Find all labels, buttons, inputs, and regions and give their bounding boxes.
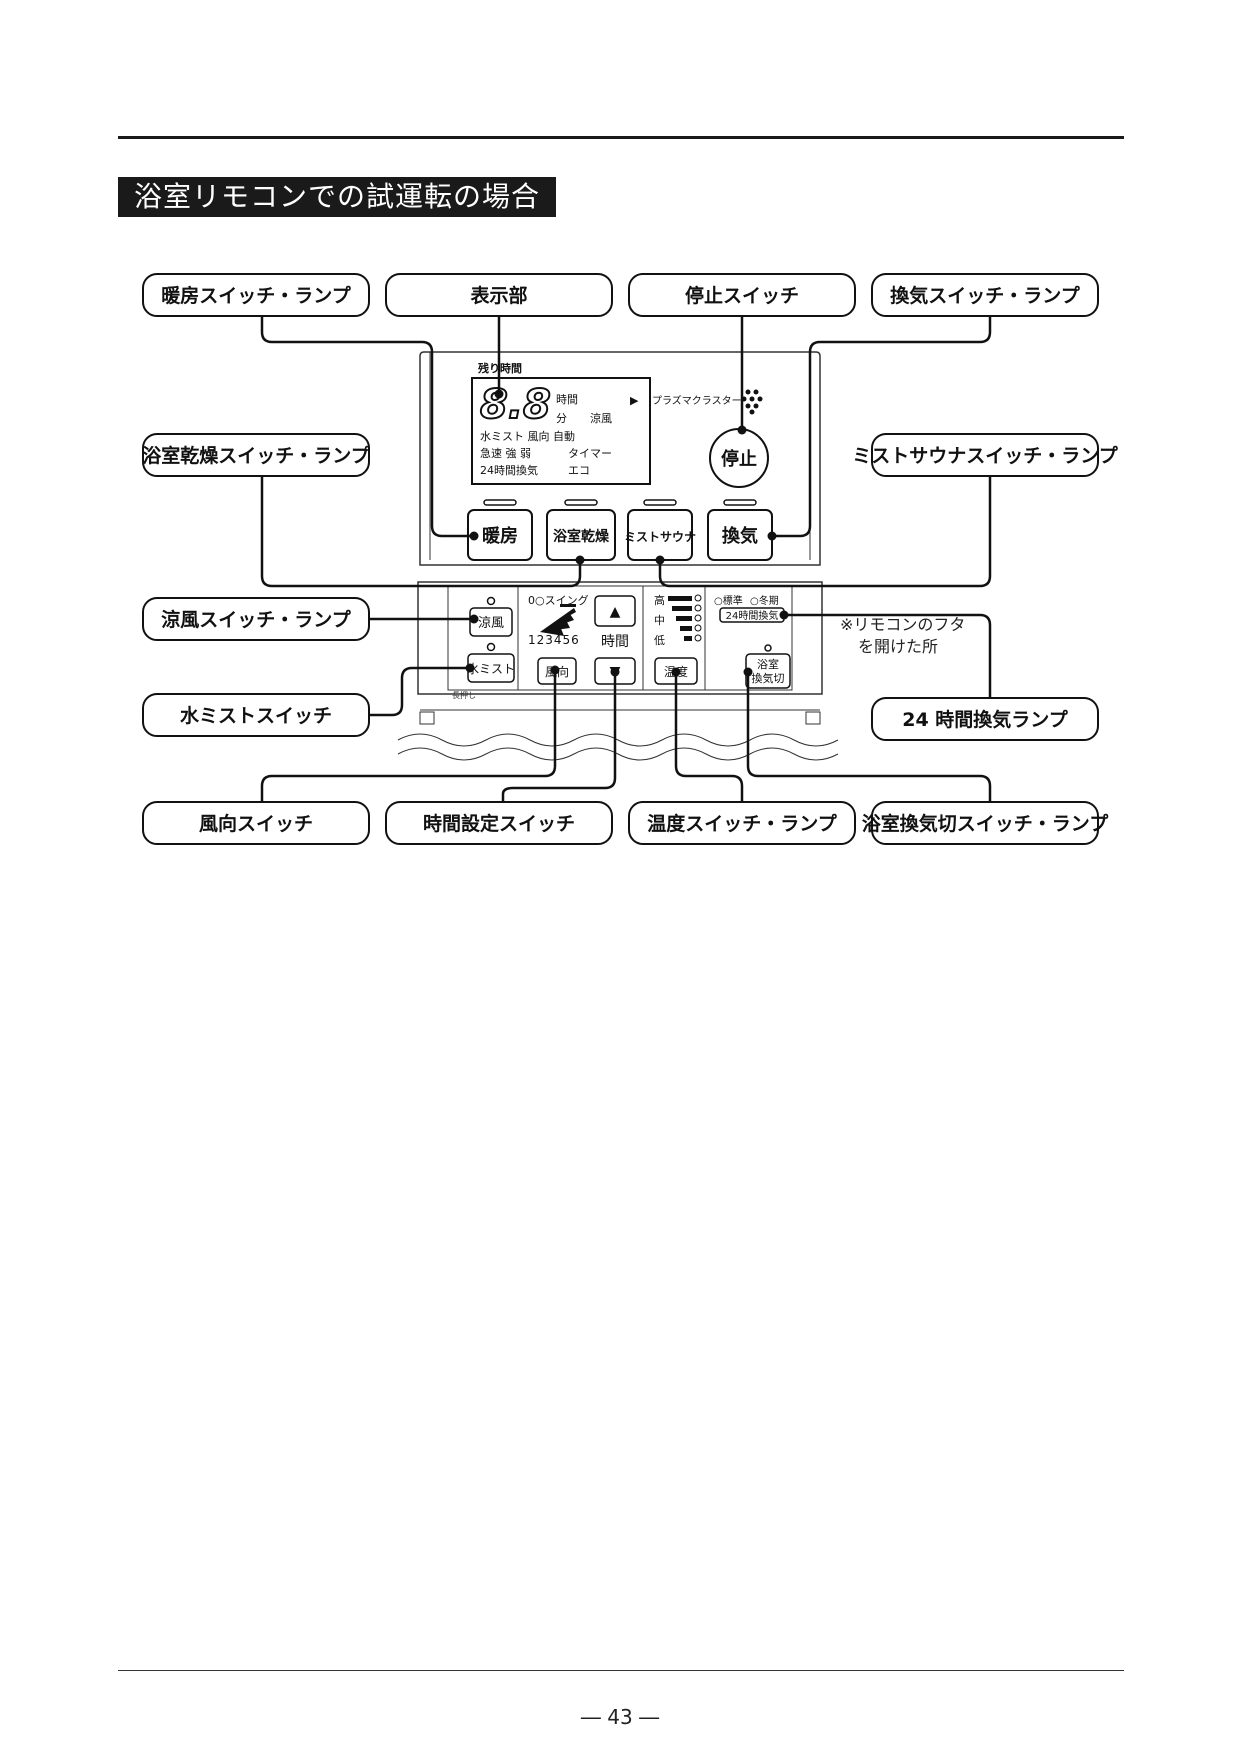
- kanki-kiri-label-1: 浴室: [757, 657, 779, 671]
- lcd-eco: エコ: [568, 464, 590, 477]
- time-label: 時間: [601, 634, 629, 650]
- section-title: 浴室リモコンでの試運転の場合: [118, 177, 557, 217]
- label-box-kanki: [871, 273, 1099, 317]
- label-kanki24: 24 時間換気ランプ: [902, 708, 1068, 731]
- label-mist-sauna: ミストサウナスイッチ・ランプ: [852, 444, 1118, 467]
- lcd-hour: 時間: [556, 393, 578, 406]
- remote-upper-body: [419, 351, 821, 566]
- label-kanki-kiri: 浴室換気切スイッチ・ランプ: [862, 812, 1109, 835]
- lcd-ryofu: 涼風: [590, 411, 612, 425]
- lcd-digits: 8.8: [480, 382, 551, 428]
- lcd-timer: タイマー: [568, 447, 612, 460]
- label-dambo: 暖房スイッチ・ランプ: [161, 284, 351, 307]
- label-jikan: 時間設定スイッチ: [423, 812, 575, 835]
- label-kansou: 浴室乾燥スイッチ・ランプ: [142, 444, 370, 467]
- kansou-button-label: 浴室乾燥: [553, 528, 610, 545]
- label-box-dambo: [142, 273, 370, 317]
- label-stop: 停止スイッチ: [685, 284, 799, 307]
- touki-label: ○冬期: [750, 594, 779, 607]
- dambo-button-label: 暖房: [482, 525, 518, 547]
- leader-dots: [465, 389, 789, 677]
- time-up-button[interactable]: [594, 595, 636, 627]
- temp-low-label: 低: [654, 634, 665, 647]
- temp-mid-label: 中: [654, 614, 665, 627]
- lcd-row3: 24時間換気: [480, 463, 538, 477]
- note-line1: ※リモコンのフタ: [840, 615, 965, 634]
- label-display: 表示部: [470, 284, 527, 307]
- temp-high-label: 高: [654, 593, 665, 607]
- top-rule: [118, 136, 1124, 139]
- label-box-jikan: [385, 801, 613, 845]
- label-box-kanki-kiri: [871, 801, 1099, 845]
- ryofu-button-label: 涼風: [478, 616, 504, 631]
- mizu-mist-lamp: [486, 642, 496, 652]
- label-box-kansou: [142, 433, 370, 477]
- kanki-button-label: 換気: [722, 525, 758, 547]
- label-box-kanki24: [871, 697, 1099, 741]
- ryofu-button[interactable]: [469, 607, 513, 637]
- bottom-rule: [118, 1670, 1124, 1671]
- leader-lines: [260, 316, 992, 802]
- label-kanki: 換気スイッチ・ランプ: [890, 284, 1080, 307]
- button-lamps: [483, 499, 757, 506]
- kanki-kiri-lamp: [764, 644, 772, 652]
- play-arrow-icon: ▶: [630, 394, 639, 407]
- label-box-mist-sauna: [871, 433, 1099, 477]
- page-number: ― 43 ―: [580, 1705, 660, 1729]
- label-fuko: 風向スイッチ: [199, 812, 313, 835]
- swing-label: 0○スイング: [528, 593, 589, 607]
- kanki-kiri-label-2: 換気切: [752, 671, 785, 685]
- lcd-row1: 水ミスト 風向 自動: [480, 429, 575, 443]
- lcd-row2: 急速 強 弱: [480, 446, 531, 460]
- label-ondo: 温度スイッチ・ランプ: [647, 812, 837, 835]
- plasma-label: プラズマクラスター: [652, 394, 742, 407]
- temp-lamps: [694, 594, 702, 642]
- label-mizu-mist: 水ミストスイッチ: [180, 705, 332, 727]
- swing-numbers: 123456: [528, 633, 580, 647]
- mizu-mist-button-label: 水ミスト: [467, 662, 515, 676]
- plasma-cluster-icon: [741, 389, 763, 415]
- hyojun-label: ○標準: [714, 594, 743, 607]
- ryofu-lamp: [486, 596, 496, 606]
- up-arrow-icon: ▲: [610, 604, 621, 620]
- mist-sauna-button-label: ミストサウナ: [624, 530, 696, 544]
- lcd-minute: 分: [556, 412, 567, 425]
- swing-fan-icon: [540, 604, 576, 636]
- stop-button-label: 停止: [721, 448, 757, 470]
- label-box-fuko: [142, 801, 370, 845]
- kanki24-lamp-label: 24時間換気: [726, 609, 779, 622]
- note-line2: を開けた所: [858, 637, 938, 656]
- temp-level-bars: [668, 596, 692, 641]
- long-press-mark: 長押し: [452, 690, 476, 700]
- label-ryofu: 涼風スイッチ・ランプ: [161, 608, 351, 631]
- remote-lower-body: [417, 581, 823, 695]
